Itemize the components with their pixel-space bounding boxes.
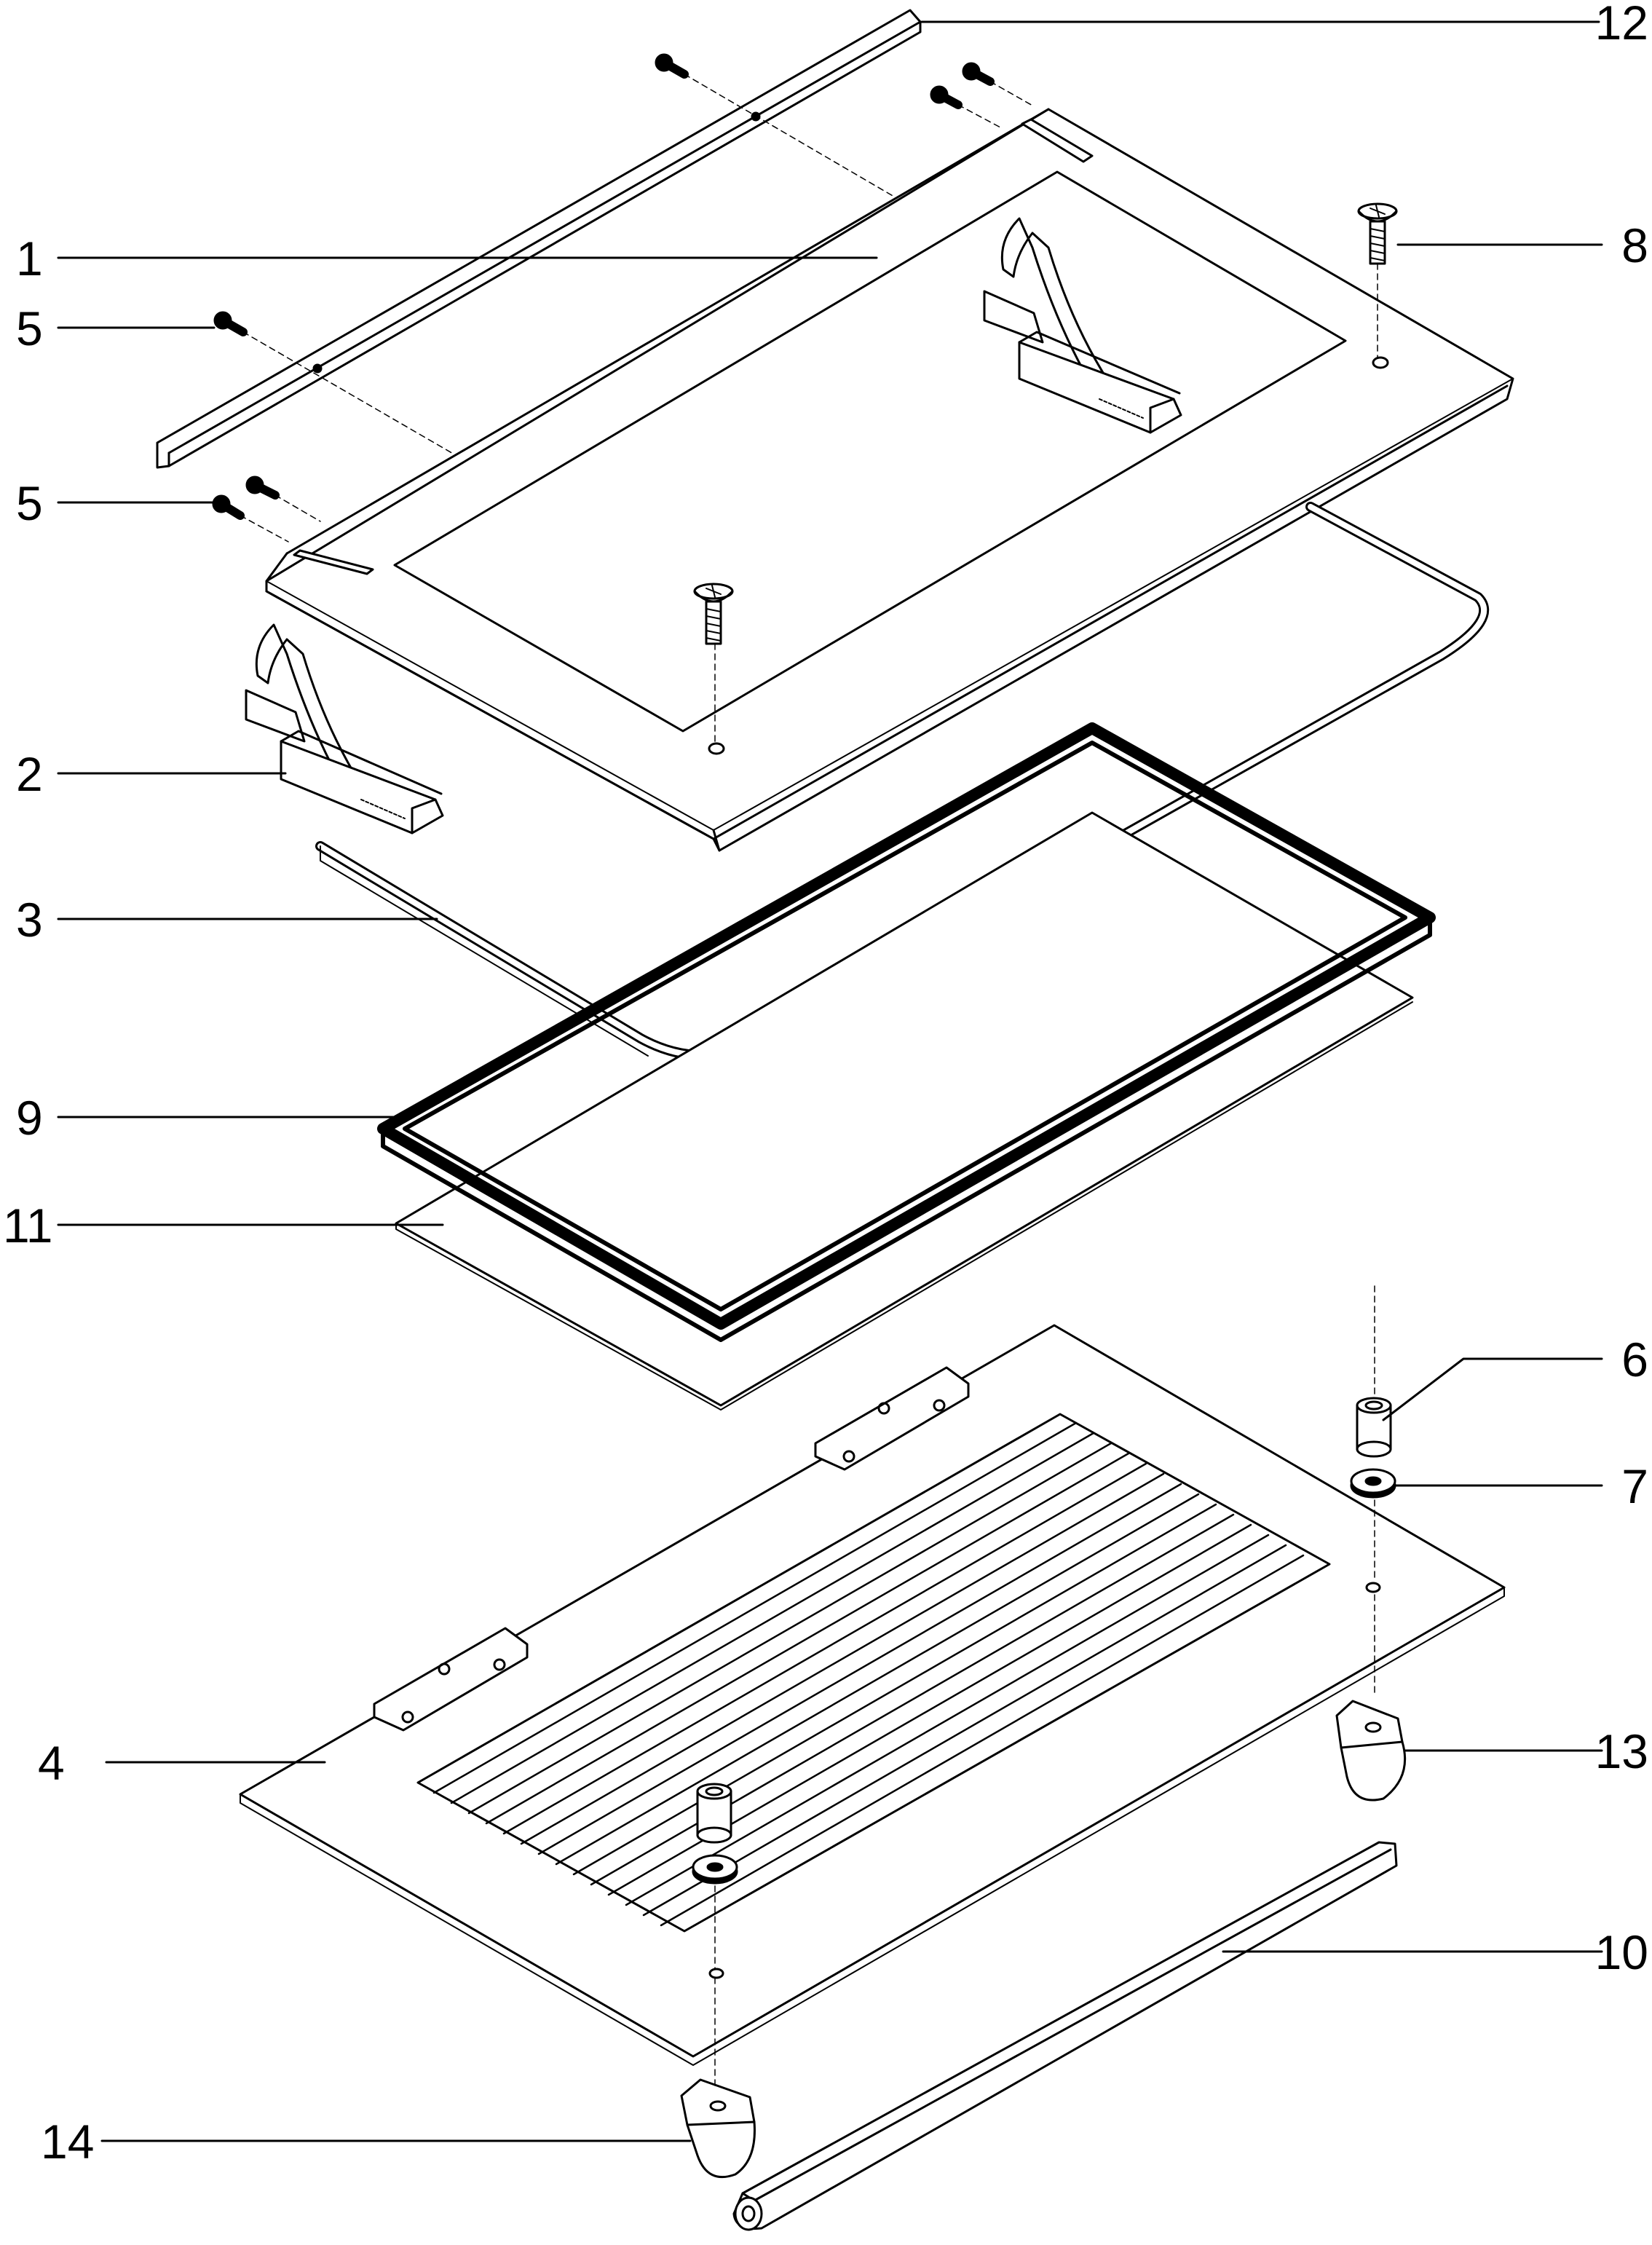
callout-11: 11 [3,1199,53,1252]
assembly-guide-lines [240,74,1378,2091]
part-7-washer [1350,1468,1396,1499]
part-7-washer-lower [692,1854,738,1885]
callout-13: 13 [1595,1724,1648,1778]
callout-9: 9 [16,1091,43,1145]
part-9-frame [377,722,1436,1342]
part-13-foot [1335,1700,1407,1802]
callout-2: 2 [16,747,43,801]
part-8-countersunk-screw-center [693,583,734,645]
callout-14: 14 [41,2115,94,2169]
callout-5b: 5 [16,476,43,530]
part-8-countersunk-screw [1357,202,1398,265]
callout-12: 12 [1595,0,1648,50]
part-10-handle-bar [732,1841,1398,2231]
part-6-spacer [1356,1397,1392,1458]
leader-lines [57,20,1603,2142]
callout-3: 3 [16,893,43,947]
callout-7: 7 [1621,1459,1648,1513]
part-5-screws [212,53,995,520]
callout-10: 10 [1595,1925,1648,1979]
part-2-latch-upper [983,217,1182,434]
part-6-spacer-lower [696,1783,732,1844]
callout-8: 8 [1621,218,1648,272]
part-2-latch-lower [245,623,444,835]
part-14-foot [680,2078,756,2179]
callout-5a: 5 [16,301,43,355]
part-11-glass-pane [395,811,1414,1410]
part-4-bottom-panel [239,1324,1506,2066]
callout-6: 6 [1621,1333,1648,1386]
part-12-top-rail [156,9,922,469]
callout-4: 4 [38,1736,65,1790]
leader-6 [1382,1357,1603,1421]
callout-1: 1 [16,232,43,285]
part-1-top-panel [265,108,1514,852]
callout-labels: 12 1 8 5 5 2 3 9 11 6 7 13 4 10 14 [3,0,1648,2169]
